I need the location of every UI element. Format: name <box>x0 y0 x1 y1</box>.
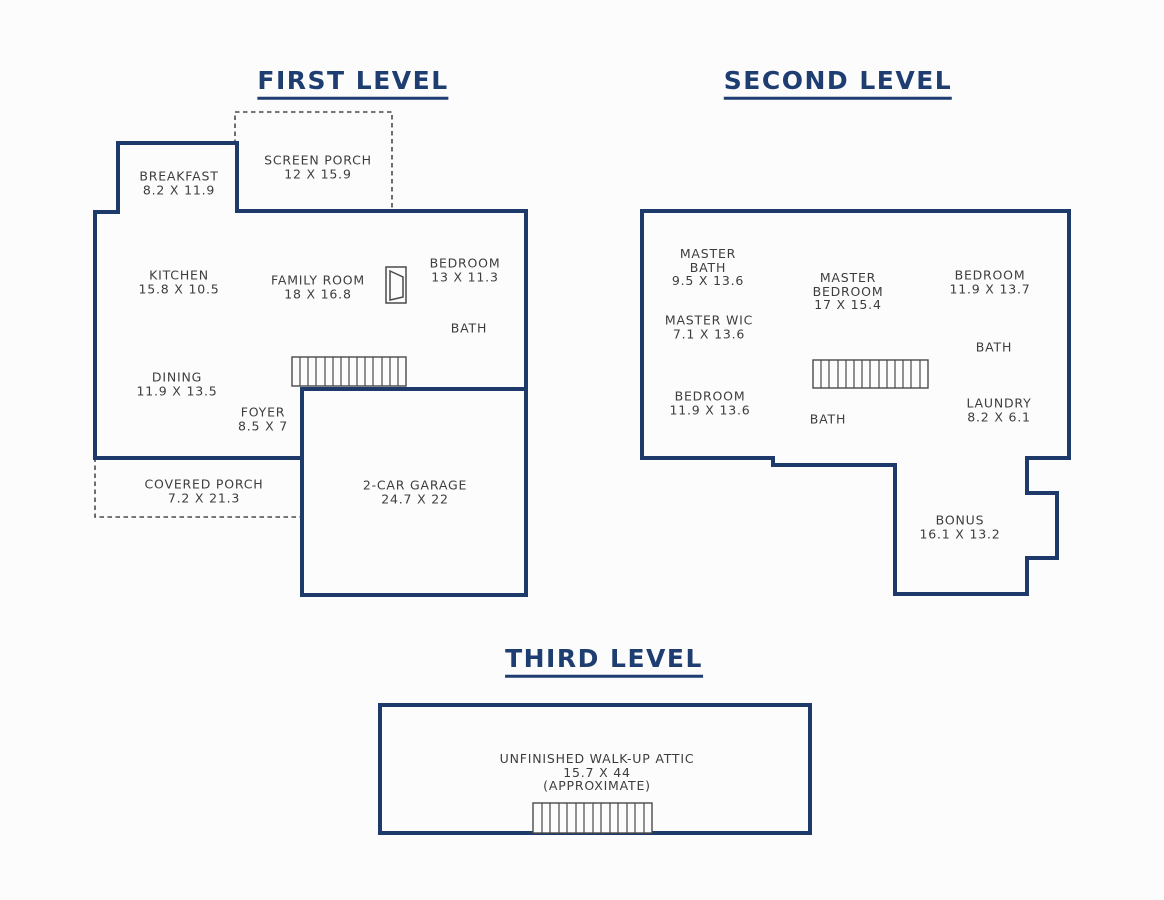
garage-wall <box>300 387 528 597</box>
third-level-title: THIRD LEVEL <box>505 645 703 678</box>
stairs-icon <box>291 356 407 387</box>
second-level-plan <box>640 209 1071 596</box>
room-label-bedroom-1: BEDROOM 13 X 11.3 <box>429 255 501 284</box>
door-icon <box>385 266 407 304</box>
room-label-master-bedroom: MASTER BEDROOM 17 X 15.4 <box>812 269 884 312</box>
room-label-master-wic: MASTER WIC 7.1 X 13.6 <box>664 312 754 341</box>
first-level-plan <box>93 111 528 597</box>
room-label-dining: DINING 11.9 X 13.5 <box>136 369 218 398</box>
room-label-bath-2: BATH <box>975 339 1013 355</box>
room-label-kitchen: KITCHEN 15.8 X 10.5 <box>138 267 220 296</box>
stairs-icon <box>812 359 929 389</box>
room-label-screen-porch: SCREEN PORCH 12 X 15.9 <box>264 152 372 181</box>
third-level-plan <box>378 703 812 835</box>
second-level-outer-wall <box>640 209 1071 596</box>
stairs-icon <box>532 802 653 834</box>
first-level-title: FIRST LEVEL <box>257 67 449 100</box>
room-label-bonus: BONUS 16.1 X 13.2 <box>919 512 1001 541</box>
room-label-foyer: FOYER 8.5 X 7 <box>238 404 288 433</box>
room-label-bath-3: BATH <box>809 411 847 427</box>
room-label-covered-porch: COVERED PORCH 7.2 X 21.3 <box>144 476 264 505</box>
room-label-family-room: FAMILY ROOM 18 X 16.8 <box>271 272 365 301</box>
room-label-bedroom-3: BEDROOM 11.9 X 13.6 <box>669 388 751 417</box>
room-label-garage: 2-CAR GARAGE 24.7 X 22 <box>362 477 468 506</box>
room-label-breakfast: BREAKFAST 8.2 X 11.9 <box>139 168 219 197</box>
room-label-laundry: LAUNDRY 8.2 X 6.1 <box>966 395 1032 424</box>
second-level-title: SECOND LEVEL <box>723 67 953 100</box>
room-label-attic: UNFINISHED WALK-UP ATTIC 15.7 X 44 (APPR… <box>499 750 695 793</box>
room-label-bedroom-2: BEDROOM 11.9 X 13.7 <box>949 267 1031 296</box>
room-label-master-bath: MASTER BATH 9.5 X 13.6 <box>671 245 745 288</box>
room-label-bath-1: BATH <box>450 320 488 336</box>
